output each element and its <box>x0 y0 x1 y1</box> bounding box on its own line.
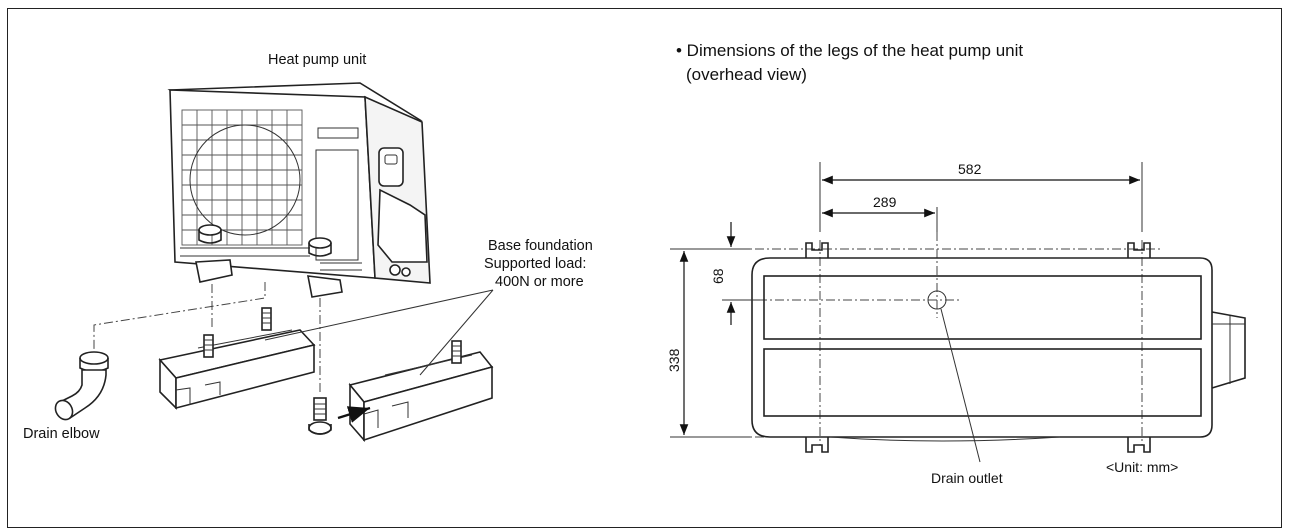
base-foundation-label: Base foundation Supported load: 400N or … <box>484 238 597 290</box>
bolt-illustration <box>308 397 332 435</box>
dimensions-title: • Dimensions of the legs of the heat pum… <box>676 41 1028 84</box>
drain-elbow-label: Drain elbow <box>23 426 100 442</box>
base-foundation-left <box>158 307 316 410</box>
drain-outlet-label: Drain outlet <box>931 470 1003 486</box>
heat-pump-unit-label: Heat pump unit <box>268 52 366 68</box>
width-total-value: 582 <box>958 161 982 177</box>
depth-value: 338 <box>666 348 682 372</box>
installation-diagram: Heat pump unit <box>23 41 1246 486</box>
drain-elbow-illustration <box>54 351 109 421</box>
drain-elbow-leader <box>93 282 266 350</box>
base-foundation-leaders <box>264 289 494 376</box>
unit-overhead-outline <box>751 242 1246 453</box>
depth-extension-lines <box>670 248 750 438</box>
heat-pump-unit-illustration <box>167 82 431 298</box>
insert-arrow <box>337 406 371 423</box>
width-half-value: 289 <box>873 194 897 210</box>
unit-note: <Unit: mm> <box>1106 459 1178 475</box>
width-extension-lines <box>819 162 1143 232</box>
offset-value: 68 <box>710 268 726 284</box>
drain-outlet-leader <box>940 308 981 463</box>
base-foundation-right <box>348 340 494 443</box>
